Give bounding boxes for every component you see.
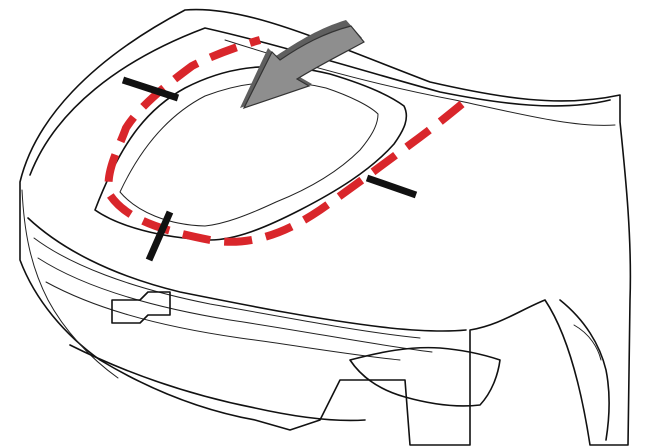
marker-right: [367, 178, 416, 195]
grille-line-3: [46, 282, 400, 360]
grille-line-1: [34, 238, 420, 338]
fender-arch: [560, 300, 609, 440]
front-bumper: [70, 345, 365, 421]
grille-outline: [28, 218, 466, 331]
truck-body-outline: [20, 10, 630, 445]
left-panel-line: [22, 190, 118, 378]
